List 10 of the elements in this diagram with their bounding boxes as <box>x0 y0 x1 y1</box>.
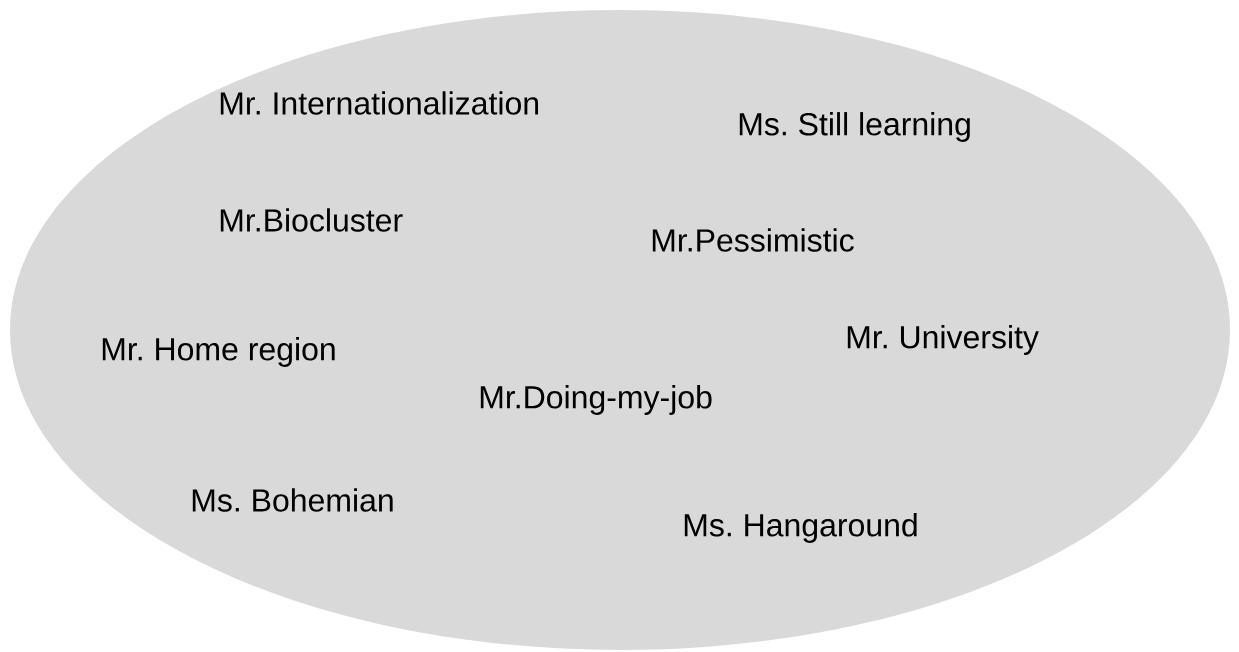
person-label: Mr. Internationalization <box>220 91 538 115</box>
person-label: Ms. Bohemian <box>192 488 393 512</box>
person-label: Mr.Biocluster <box>220 208 403 232</box>
person-label: Mr. University <box>847 325 1039 355</box>
ellipse-region <box>10 10 1230 650</box>
person-label: Mr.Doing-my-job <box>480 385 712 415</box>
person-label: Ms. Hangaround <box>684 513 917 543</box>
person-label: Ms. Still learning <box>739 112 970 142</box>
person-label: Mr. Home region <box>102 337 335 367</box>
person-label: Mr.Pessimistic <box>652 228 854 252</box>
